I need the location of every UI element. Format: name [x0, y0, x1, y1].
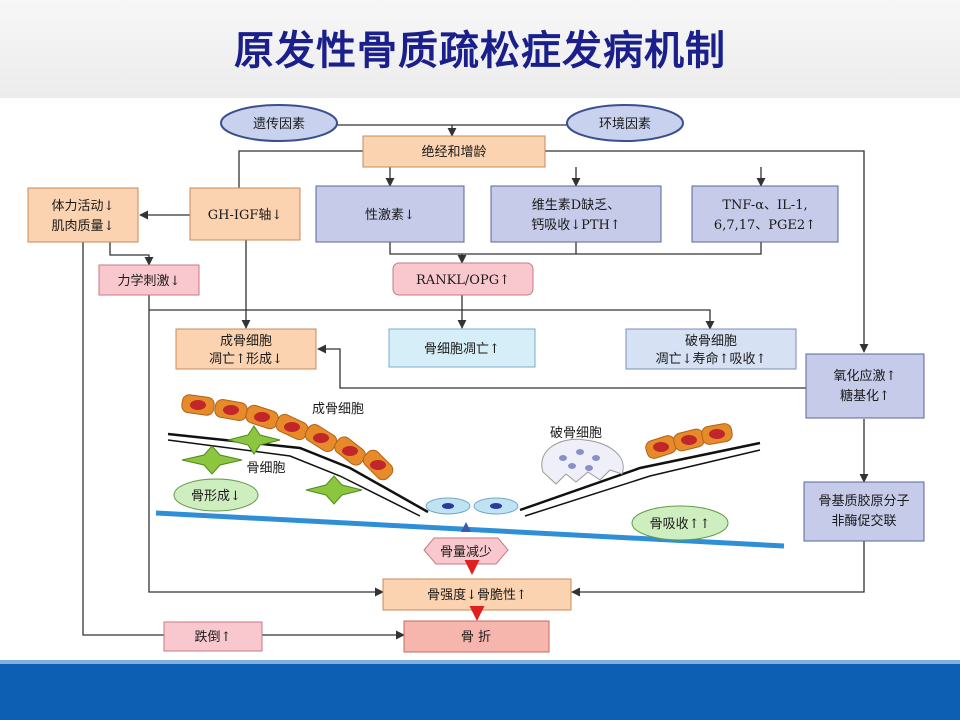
osteoblast-label: 成骨细胞	[312, 402, 364, 417]
lining-cells	[425, 497, 519, 515]
oxidative-stress-box: 氧化应激↑ 糖基化↑	[805, 353, 925, 419]
mechanical-stimulus-box: 力学刺激↓	[98, 264, 200, 296]
environment-factor-oval: 环境因素	[566, 104, 684, 142]
svg-text:非酶促交联: 非酶促交联	[831, 513, 896, 529]
bone-baseline	[155, 510, 785, 549]
bone-strength-box: 骨强度↓骨脆性↑	[382, 578, 572, 611]
svg-text:遗传因素: 遗传因素	[253, 117, 305, 132]
svg-text:破骨细胞: 破骨细胞	[685, 334, 737, 349]
svg-text:绝经和增龄: 绝经和增龄	[421, 144, 486, 160]
svg-text:TNF-α、IL-1,: TNF-α、IL-1,	[722, 198, 807, 213]
svg-text:RANKL/OPG↑: RANKL/OPG↑	[416, 273, 510, 288]
osteocyte-apoptosis-box: 骨细胞凋亡↑	[388, 328, 536, 368]
svg-text:骨形成↓: 骨形成↓	[191, 489, 241, 504]
svg-text:糖基化↑: 糖基化↑	[840, 388, 890, 404]
svg-text:骨 折: 骨 折	[461, 630, 491, 645]
svg-text:环境因素: 环境因素	[599, 117, 651, 132]
svg-text:凋亡↓寿命↑吸收↑: 凋亡↓寿命↑吸收↑	[656, 351, 767, 367]
svg-text:跌倒↑: 跌倒↑	[195, 629, 232, 645]
menopause-aging-box: 绝经和增龄	[362, 135, 546, 168]
bone-formation-oval: 骨形成↓	[173, 478, 259, 512]
fracture-box: 骨 折	[403, 620, 550, 653]
svg-text:凋亡↑形成↓: 凋亡↑形成↓	[209, 352, 283, 367]
gh-igf-axis-box: GH-IGF轴↓	[189, 187, 301, 241]
vitamin-d-box: 维生素D缺乏、 钙吸收↓PTH↑	[490, 185, 662, 243]
bone-mass-loss-shape: 骨量减少	[423, 522, 509, 575]
collagen-crosslink-box: 骨基质胶原分子 非酶促交联	[803, 481, 925, 542]
svg-text:维生素D缺乏、: 维生素D缺乏、	[532, 198, 620, 213]
svg-text:骨细胞凋亡↑: 骨细胞凋亡↑	[424, 342, 500, 357]
svg-text:氧化应激↑: 氧化应激↑	[834, 368, 897, 384]
bone-resorption-oval: 骨吸收↑↑	[631, 505, 729, 541]
osteoclast-label: 破骨细胞	[550, 426, 602, 441]
svg-text:6,7,17、PGE2↑: 6,7,17、PGE2↑	[714, 218, 816, 233]
tnf-cytokine-box: TNF-α、IL-1, 6,7,17、PGE2↑	[691, 185, 839, 243]
footer-accent-line	[0, 660, 960, 664]
svg-text:肌肉质量↓: 肌肉质量↓	[52, 219, 115, 234]
bone-remodeling-illustration: 成骨细胞 骨细胞 破骨细胞 骨形成↓ 骨吸收↑↑ 骨量减少	[155, 394, 785, 575]
osteoblast-effect-box: 成骨细胞 凋亡↑形成↓	[175, 328, 317, 370]
connector-lines	[82, 124, 869, 640]
svg-text:性激素↓: 性激素↓	[365, 208, 415, 223]
title-band	[0, 0, 960, 98]
rankl-opg-box: RANKL/OPG↑	[392, 262, 534, 296]
genetic-factor-oval: 遗传因素	[220, 104, 338, 142]
svg-text:骨量减少: 骨量减少	[440, 545, 492, 560]
svg-text:骨强度↓骨脆性↑: 骨强度↓骨脆性↑	[427, 587, 527, 603]
osteocyte-cells	[181, 425, 363, 505]
svg-text:骨吸收↑↑: 骨吸收↑↑	[650, 517, 711, 532]
svg-text:骨基质胶原分子: 骨基质胶原分子	[818, 493, 909, 509]
osteoclast-cell	[541, 438, 624, 485]
page-title: 原发性骨质疏松症发病机制	[234, 28, 726, 74]
sex-hormone-box: 性激素↓	[315, 185, 465, 243]
osteocyte-label: 骨细胞	[246, 461, 285, 476]
svg-text:力学刺激↓: 力学刺激↓	[118, 273, 181, 289]
svg-text:成骨细胞: 成骨细胞	[220, 334, 272, 349]
osteoblast-cells-right	[645, 423, 733, 459]
svg-text:体力活动↓: 体力活动↓	[52, 199, 115, 214]
falls-box: 跌倒↑	[163, 621, 263, 652]
physical-activity-box: 体力活动↓ 肌肉质量↓	[27, 187, 139, 243]
svg-text:钙吸收↓PTH↑: 钙吸收↓PTH↑	[531, 218, 621, 233]
footer-band	[0, 664, 960, 720]
pathogenesis-diagram: 遗传因素 环境因素 绝经和增龄 体力活动↓ 肌肉质量↓ GH-IGF轴↓ 性激素…	[27, 104, 925, 653]
osteoblast-cells	[181, 394, 394, 481]
svg-text:GH-IGF轴↓: GH-IGF轴↓	[208, 208, 283, 223]
osteoclast-effect-box: 破骨细胞 凋亡↓寿命↑吸收↑	[625, 328, 797, 370]
